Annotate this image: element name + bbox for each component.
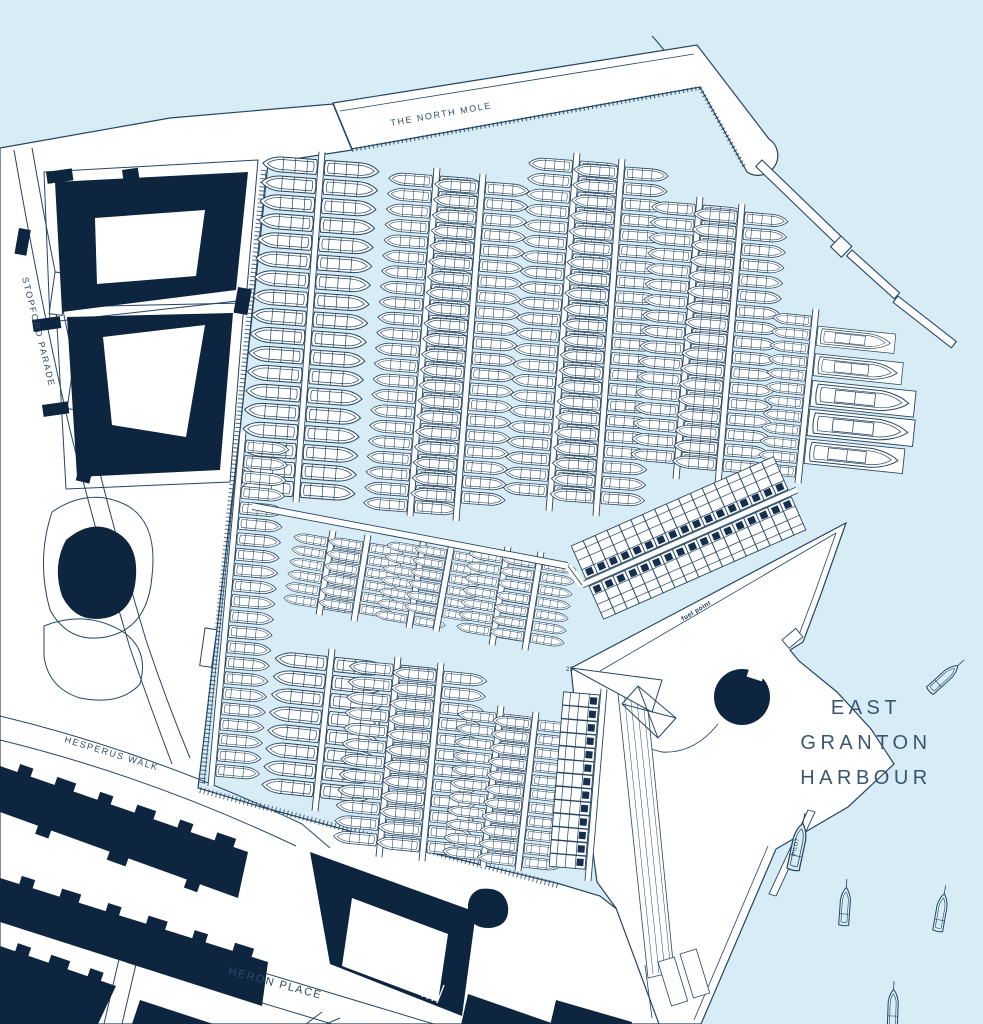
pontoon-walkway (432, 542, 456, 632)
pontoon-group (403, 542, 486, 632)
terrace-tooth (14, 943, 32, 957)
quay-shed (679, 948, 711, 999)
terrace-tooth (106, 851, 129, 867)
terrace-tooth (54, 776, 77, 792)
terrace-block-3 (0, 946, 116, 1024)
courtyard-block-north (55, 172, 248, 312)
courtyard-block-south (67, 313, 233, 477)
building-teeth (14, 763, 255, 982)
crane-quay-details (570, 532, 837, 1021)
terrace-tooth (183, 879, 201, 893)
terrace-tooth (17, 763, 34, 778)
courtyard-block-heron (310, 852, 476, 1016)
pontoon-walkway (580, 487, 799, 588)
terrace-tooth (214, 832, 237, 848)
terrace-tooth (97, 791, 114, 805)
pontoon-group (756, 308, 917, 484)
label-harbour-line2: GRANTON (800, 732, 931, 754)
pontoon-walkway (521, 551, 545, 651)
quay-notch (781, 627, 804, 650)
terrace-tooth (145, 915, 168, 931)
park-path-outline-2 (43, 618, 143, 701)
circular-tank (714, 669, 770, 725)
pontoon-walkway (714, 203, 746, 485)
pontoon-walkway (292, 151, 326, 503)
pontoon-group (476, 711, 578, 872)
terrace-tooth (134, 804, 157, 820)
label-pilot: PILOT (791, 837, 801, 856)
terrace-tooth (87, 968, 104, 982)
block-heron-far-east (550, 1000, 632, 1024)
pontoon-group (570, 456, 807, 620)
buildings (0, 172, 632, 1024)
pontoon-group (409, 173, 530, 522)
pontoon-group (237, 151, 380, 503)
pontoon-group (671, 203, 789, 485)
pontoon-walkway (545, 152, 581, 512)
pontoon-walkway (584, 688, 608, 882)
pilot-berth (768, 809, 816, 897)
pontoon-group (207, 431, 290, 787)
street-outline-block2 (55, 302, 245, 490)
terrace-block-4 (132, 1000, 214, 1024)
cross-walkways (251, 502, 585, 588)
pontoon-walkway (452, 173, 487, 522)
terrace-tooth (177, 819, 194, 833)
moored-boat (548, 852, 587, 870)
block-heron-east (461, 994, 555, 1024)
pontoon-group (548, 688, 608, 882)
pontoon-group (375, 662, 488, 862)
pontoon-walkway (514, 711, 540, 872)
crane-jib (570, 667, 663, 713)
terrace-tooth (105, 903, 122, 916)
terrace-tooth (192, 930, 209, 943)
terrace-tooth (48, 954, 71, 970)
tank-notch (746, 666, 766, 682)
label-harbour-line3: HARBOUR (800, 767, 932, 789)
hatch-marks-heron (421, 978, 445, 1004)
crane-base (621, 685, 677, 739)
quay-shed (657, 956, 689, 1007)
pond (57, 526, 137, 620)
pond-teardrop (467, 888, 509, 929)
street-furniture (199, 627, 218, 668)
pontoon-walkway (592, 158, 626, 517)
pontoon-walkway (794, 308, 820, 484)
pontoon-group (260, 648, 387, 812)
marina-pontoons (207, 151, 917, 882)
west-quay-inner-line (203, 171, 267, 785)
label-crane-mark: 23 (566, 667, 574, 673)
terrace-tooth (59, 888, 82, 904)
pontoon-walkway (418, 662, 445, 862)
terrace-tooth (19, 875, 36, 889)
pontoon-group (489, 551, 578, 651)
north-mole (332, 44, 779, 176)
terrace-tooth (232, 942, 255, 958)
pontoon-walkway (406, 167, 441, 517)
terrace-tooth (35, 825, 52, 839)
terrace-block-1 (0, 766, 248, 898)
pontoon-walkway (207, 431, 247, 787)
pontoon-walkway (350, 534, 372, 622)
pontoon-group (549, 158, 669, 517)
quay-hatching (199, 169, 561, 889)
terrace-block-2 (0, 878, 268, 1006)
park-path-outline (42, 496, 154, 639)
street-cross-2 (305, 1011, 341, 1024)
pontoon-walkway (311, 648, 336, 812)
street-hesperus-north (0, 715, 331, 849)
crossing-bars (14, 167, 252, 484)
pontoon-group (318, 534, 405, 622)
outer-breakwater (754, 159, 958, 349)
street-hesperus-south (0, 739, 297, 847)
label-harbour-line1: EAST (831, 697, 901, 719)
street-stopford-west (13, 149, 173, 765)
